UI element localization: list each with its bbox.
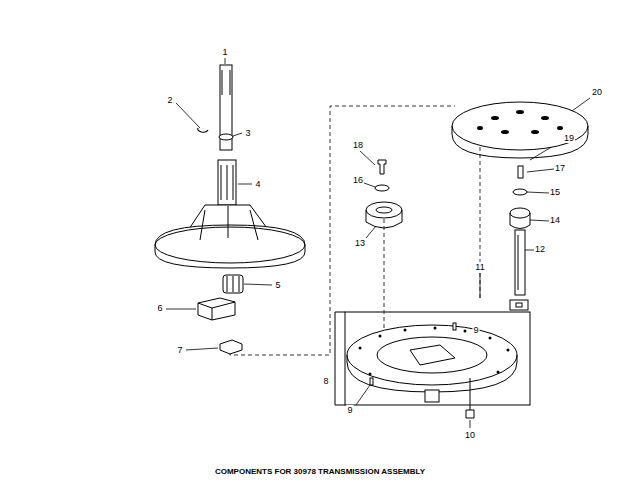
callout-number: 12 [534,244,546,254]
callout-number: 7 [176,345,183,355]
callout-number: 11 [474,262,485,272]
callout-number: 2 [166,95,173,105]
callout-number: 20 [591,87,603,97]
callout-number: 4 [254,179,261,189]
callout-number: 8 [322,376,329,386]
callout-number: 15 [549,187,561,197]
callout-number: 16 [352,175,364,185]
callout-number: 18 [352,140,364,150]
callout-number: 9 [346,405,353,415]
callout-number: 10 [464,430,476,440]
callout-number: 13 [354,238,366,248]
callout-number: 5 [274,280,281,290]
callout-number: 17 [554,163,566,173]
caption: COMPONENTS FOR 30978 TRANSMISSION ASSEMB… [0,467,640,476]
callout-number: 9 [472,325,479,335]
callout-number: 6 [156,303,163,313]
callout-number: 19 [563,133,575,143]
callout-number: 1 [221,47,228,57]
callout-number: 3 [244,128,251,138]
callout-number: 14 [549,215,561,225]
